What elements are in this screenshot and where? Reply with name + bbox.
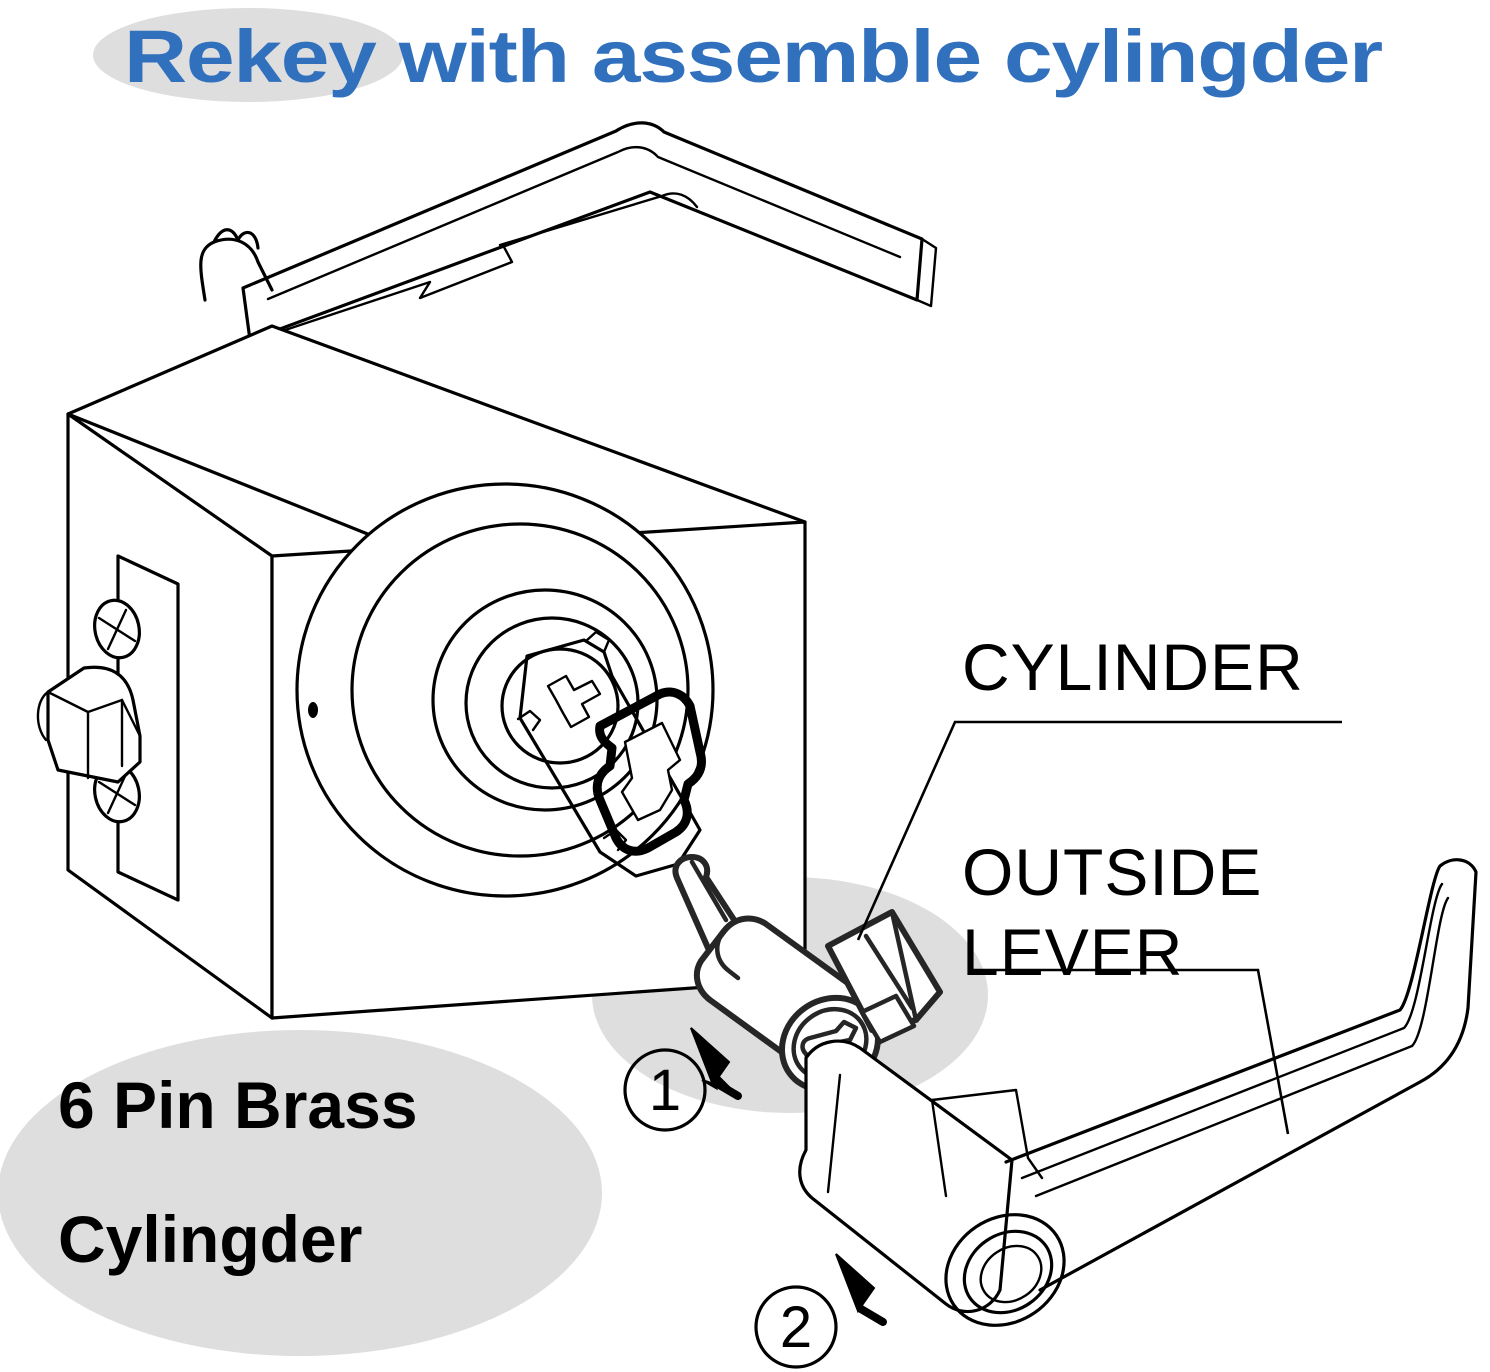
badge-ellipse <box>0 1030 602 1356</box>
latch-bolt <box>36 665 142 784</box>
arrow-up-left-icon <box>835 1253 887 1326</box>
rose-pinhole <box>308 702 318 718</box>
spindle-tailpiece <box>516 630 706 878</box>
step-2-number: 2 <box>780 1295 812 1360</box>
callout-outside-lever-label-1: OUTSIDE <box>962 835 1262 909</box>
step-2-callout: 2 <box>754 1253 887 1369</box>
numbered-circle-icon <box>754 1285 838 1369</box>
step-1-callout: 1 <box>623 1027 742 1132</box>
arrow-up-left-icon <box>690 1027 742 1100</box>
callout-outside-lever-leader <box>972 968 1290 1135</box>
callout-outside-lever-label-2: LEVER <box>962 915 1183 989</box>
title-highlight-ellipse <box>93 8 403 102</box>
badge-line-1: 6 Pin Brass <box>58 1068 418 1142</box>
numbered-circle-icon <box>623 1048 707 1132</box>
rose-trim <box>295 482 715 898</box>
page-title: Rekey with assemble cylingder <box>124 15 1382 98</box>
outside-lever-handle <box>798 858 1478 1327</box>
callout-cylinder-leader <box>856 720 1342 941</box>
step-1-number: 1 <box>649 1058 681 1123</box>
callout-outside-lever: OUTSIDE LEVER <box>962 835 1290 1135</box>
phillips-screw-icon <box>93 598 141 660</box>
badge-line-2: Cylingder <box>58 1202 362 1276</box>
latch-faceplate <box>36 554 180 902</box>
callout-cylinder-label: CYLINDER <box>962 630 1304 704</box>
callout-cylinder: CYLINDER <box>856 630 1342 941</box>
